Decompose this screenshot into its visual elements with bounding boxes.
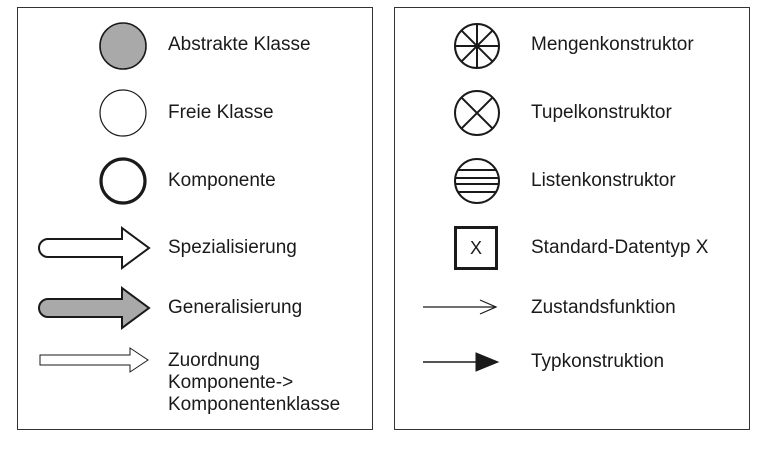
list-constructor-icon — [454, 158, 500, 204]
label-freie-klasse: Freie Klasse — [168, 102, 274, 123]
label-standard-datentyp: Standard-Datentyp X — [531, 237, 709, 258]
assignment-arrow-icon — [39, 347, 149, 373]
tuple-constructor-icon — [454, 90, 500, 136]
specialization-arrow-icon — [38, 226, 151, 270]
state-function-arrow-icon — [423, 299, 498, 315]
label-abstrakte-klasse: Abstrakte Klasse — [168, 34, 311, 55]
label-zuordnung: Zuordnung Komponente-> Komponentenklasse — [168, 350, 340, 416]
standard-datatype-box-letter: X — [469, 238, 482, 258]
label-spezialisierung: Spezialisierung — [168, 237, 297, 258]
generalization-arrow-icon — [38, 286, 151, 330]
label-zuordnung-line2: Komponente-> — [168, 372, 294, 393]
label-zuordnung-line1: Zuordnung — [168, 350, 260, 371]
standard-datatype-box-icon: X — [454, 226, 498, 270]
label-mengenkonstruktor: Mengenkonstruktor — [531, 34, 694, 55]
abstract-class-icon — [99, 22, 147, 70]
set-constructor-icon — [454, 23, 500, 69]
label-listenkonstruktor: Listenkonstruktor — [531, 170, 676, 191]
label-komponente: Komponente — [168, 170, 276, 191]
label-typkonstruktion: Typkonstruktion — [531, 351, 665, 372]
label-zustandsfunktion: Zustandsfunktion — [531, 297, 676, 318]
label-zuordnung-line3: Komponentenklasse — [168, 394, 341, 415]
free-class-icon — [99, 89, 147, 137]
right-legend-panel — [394, 7, 750, 430]
type-construction-arrow-icon — [423, 352, 500, 372]
label-generalisierung: Generalisierung — [168, 297, 303, 318]
component-icon — [99, 157, 147, 205]
label-tupelkonstruktor: Tupelkonstruktor — [531, 102, 672, 123]
